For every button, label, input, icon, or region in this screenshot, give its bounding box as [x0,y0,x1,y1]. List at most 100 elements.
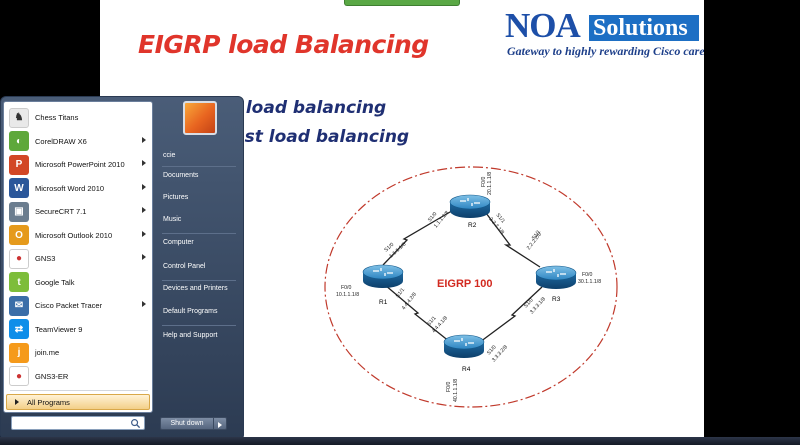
system-link-item[interactable]: Pictures [163,194,189,201]
divider [10,390,148,391]
program-label: Cisco Packet Tracer [35,301,103,310]
ip-label: 40.1.1.1/8 [453,379,459,402]
triangle-right-icon [15,399,19,405]
search-input[interactable] [11,416,145,430]
program-item[interactable]: ✉ Cisco Packet Tracer [6,294,150,317]
if-label: S1/1 [426,315,438,327]
router-r4[interactable] [443,334,485,359]
joinme-icon: j [9,342,29,363]
if-label: F0/0 [481,177,487,187]
program-item[interactable]: ● GNS3-ER [6,365,150,388]
router-label-r3: R3 [552,296,561,303]
if-label: S1/0 [486,344,498,356]
slide-title: EIGRP load Balancing [138,30,429,59]
system-link-item[interactable]: ccie [163,152,176,159]
program-item[interactable]: j join.me [6,341,150,364]
system-link-item[interactable]: Devices and Printers [163,285,228,292]
system-link-item[interactable]: Control Panel [163,263,206,270]
if-label: S1/0 [523,297,535,309]
eigrp-label: EIGRP 100 [437,278,492,290]
logo-brand-sub: Solutions [589,15,699,41]
link-r1-r4 [384,284,451,343]
search-icon[interactable] [130,418,141,429]
slide-bullet-2: l-cost load balancing [210,127,410,147]
gns3-er-icon: ● [9,366,29,386]
if-label: S1/0 [383,242,395,254]
powerpoint-icon: P [9,154,29,175]
program-label: Chess Titans [35,113,79,122]
packet-tracer-icon: ✉ [9,295,29,316]
divider [162,166,236,167]
user-avatar[interactable] [183,101,217,135]
program-item[interactable]: ◐ CorelDRAW X6 [6,130,150,153]
program-item[interactable]: ♞Chess Titans [6,106,150,129]
ip-label: 20.1.1.1/8 [487,172,493,195]
system-link-item[interactable]: Default Programs [163,308,218,315]
window-tab[interactable] [344,0,460,6]
submenu-arrow-icon [142,301,146,307]
router-r2[interactable] [449,194,491,219]
divider [162,280,236,281]
program-item[interactable]: O Microsoft Outlook 2010 [6,224,150,247]
system-link-item[interactable]: Help and Support [163,332,218,339]
submenu-arrow-icon [142,136,146,143]
divider [162,325,236,326]
if-label: S1/1 [395,287,406,299]
router-label-r2: R2 [468,222,477,229]
taskbar [0,437,800,445]
program-item[interactable]: P Microsoft PowerPoint 2010 [6,153,150,176]
chevron-right-icon [218,422,222,428]
if-label: S1/1 [494,212,506,224]
ip-label: 30.1.1.1/8 [578,279,601,285]
program-label: join.me [35,348,60,357]
outlook-icon: O [9,225,29,245]
teamviewer-icon: ⇄ [9,319,29,339]
start-menu: ♞Chess Titans◐ CorelDRAW X6 P Microsoft Pow… [0,96,244,441]
program-label: SecureCRT 7.1 [35,207,87,216]
program-item[interactable]: ▣ SecureCRT 7.1 [6,200,150,223]
all-programs-button[interactable]: All Programs [6,394,150,410]
coreldraw-icon: ◐ [9,131,29,151]
program-item[interactable]: W Microsoft Word 2010 [6,177,150,200]
program-label: GNS3 [35,254,56,263]
program-item[interactable]: ● GNS3 [6,247,150,270]
gns3-icon: ● [9,248,29,269]
divider [162,233,236,234]
router-r3[interactable] [535,265,577,290]
program-label: Microsoft PowerPoint 2010 [35,160,125,169]
program-label: TeamViewer 9 [35,324,83,334]
router-label-r4: R4 [462,366,471,373]
router-label-r1: R1 [379,299,388,306]
word-icon: W [9,178,29,198]
program-label: GNS3-ER [35,371,69,381]
system-link-item[interactable]: Computer [163,239,194,246]
program-label: Microsoft Outlook 2010 [35,230,113,240]
program-label: Microsoft Word 2010 [35,183,105,193]
pinned-programs-pane: ♞Chess Titans◐ CorelDRAW X6 P Microsoft Pow… [3,101,153,413]
logo-tagline: Gateway to highly rewarding Cisco career [507,44,704,58]
link-r3-r4 [479,286,543,343]
network-diagram: R1 R2 R3 R4 EIGRP 100 F0/0 10.1.1.1/8 S1… [324,166,618,408]
submenu-arrow-icon [142,160,146,166]
shutdown-button[interactable]: Shut down [160,417,214,430]
if-label: S1/1 [531,229,542,241]
router-r1[interactable] [362,264,404,289]
submenu-arrow-icon [142,230,146,237]
link-r1-r2 [382,204,463,266]
program-label: CorelDRAW X6 [35,136,87,146]
program-label: Google Talk [35,277,75,287]
if-label: F0/0 [582,272,592,278]
eigrp-domain-boundary [324,166,618,408]
shutdown-options-button[interactable] [213,417,227,430]
link-r2-r3 [479,204,541,268]
all-programs-label: All Programs [27,397,70,407]
if-label: S1/0 [427,211,439,223]
slide-bullet-1: ost load balancing [210,98,387,118]
system-link-item[interactable]: Documents [163,172,199,179]
securecrt-icon: ▣ [9,201,29,222]
program-item[interactable]: ⇄ TeamViewer 9 [6,318,150,341]
system-link-item[interactable]: Music [163,216,182,223]
submenu-arrow-icon [142,254,146,260]
